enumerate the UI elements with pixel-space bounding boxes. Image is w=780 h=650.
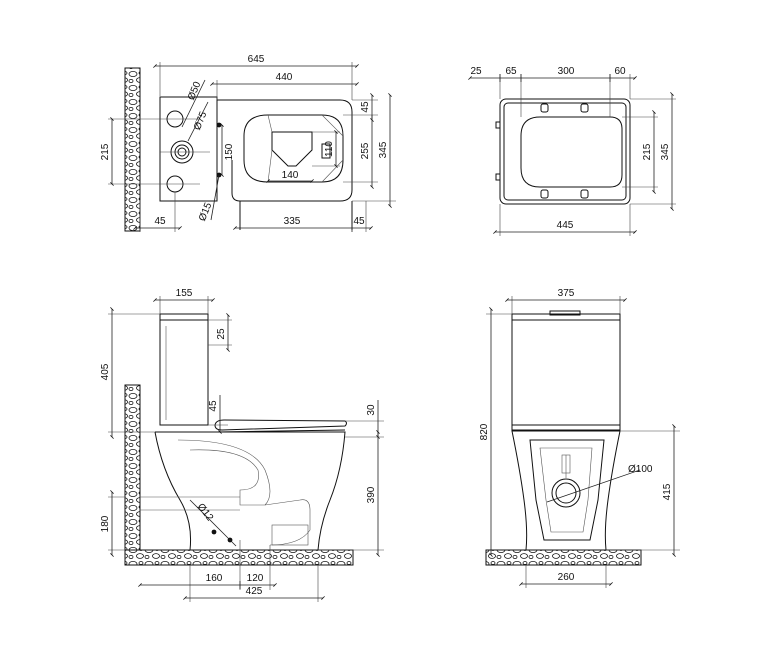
dim-110: 110 xyxy=(324,141,335,157)
bowl-outline-top xyxy=(217,99,353,202)
dim-255: 255 xyxy=(360,142,371,159)
dim-260: 260 xyxy=(558,572,575,583)
outlet-100 xyxy=(551,478,581,508)
dim-45-side: 45 xyxy=(208,400,219,412)
dia-100: Ø100 xyxy=(628,464,653,475)
dim-440: 440 xyxy=(276,72,293,83)
dia-75: Ø75 xyxy=(192,110,209,132)
side-view: 155 25 405 45 30 390 Ø12 180 xyxy=(100,288,384,602)
dim-645: 645 xyxy=(248,54,265,65)
seat-lid-side xyxy=(214,419,347,431)
wall-side-view xyxy=(124,384,141,566)
dia-50: Ø50 xyxy=(186,80,203,102)
front-view: 375 820 Ø100 415 260 xyxy=(479,288,680,588)
seat-opening xyxy=(520,116,623,188)
dim-345-top: 345 xyxy=(378,141,389,158)
dim-60-seat: 60 xyxy=(614,66,626,77)
dim-45-left: 45 xyxy=(154,216,166,227)
dim-300-seat: 300 xyxy=(558,66,575,77)
dim-445-seat: 445 xyxy=(557,220,574,231)
dim-180: 180 xyxy=(100,515,111,532)
dim-65-seat: 65 xyxy=(505,66,517,77)
dim-25-seat: 25 xyxy=(470,66,482,77)
dim-30-side: 30 xyxy=(366,404,377,416)
dim-425: 425 xyxy=(246,586,263,597)
bowl-side xyxy=(155,431,346,551)
dim-215-seat: 215 xyxy=(642,143,653,160)
dim-45-right: 45 xyxy=(353,216,365,227)
seat-view: 25 65 300 60 215 345 445 xyxy=(468,66,676,236)
dim-140: 140 xyxy=(282,170,299,181)
seat-outline xyxy=(499,98,631,205)
dim-405: 405 xyxy=(100,363,111,380)
dim-335: 335 xyxy=(284,216,301,227)
tank-front xyxy=(511,319,621,431)
dim-375: 375 xyxy=(558,288,575,299)
top-view: 645 440 215 Ø50 Ø75 150 Ø15 45 110 255 xyxy=(100,54,396,232)
dim-215-top: 215 xyxy=(100,143,111,160)
tank-outline-top xyxy=(159,96,218,202)
dim-25-side: 25 xyxy=(216,328,227,340)
dim-150: 150 xyxy=(224,143,235,160)
dia-12: Ø12 xyxy=(195,502,216,524)
dim-45-top: 45 xyxy=(360,101,371,113)
dia-15: Ø15 xyxy=(197,201,214,223)
floor-front-view xyxy=(485,549,642,566)
wall-top-view xyxy=(124,67,141,232)
dim-820: 820 xyxy=(479,423,490,440)
dim-345-seat: 345 xyxy=(660,143,671,160)
floor-side-view xyxy=(124,549,354,566)
dim-390: 390 xyxy=(366,486,377,503)
tank-side xyxy=(159,319,209,426)
dim-120: 120 xyxy=(247,573,264,584)
dim-155: 155 xyxy=(176,288,193,299)
dim-415: 415 xyxy=(662,483,673,500)
dim-160: 160 xyxy=(206,573,223,584)
